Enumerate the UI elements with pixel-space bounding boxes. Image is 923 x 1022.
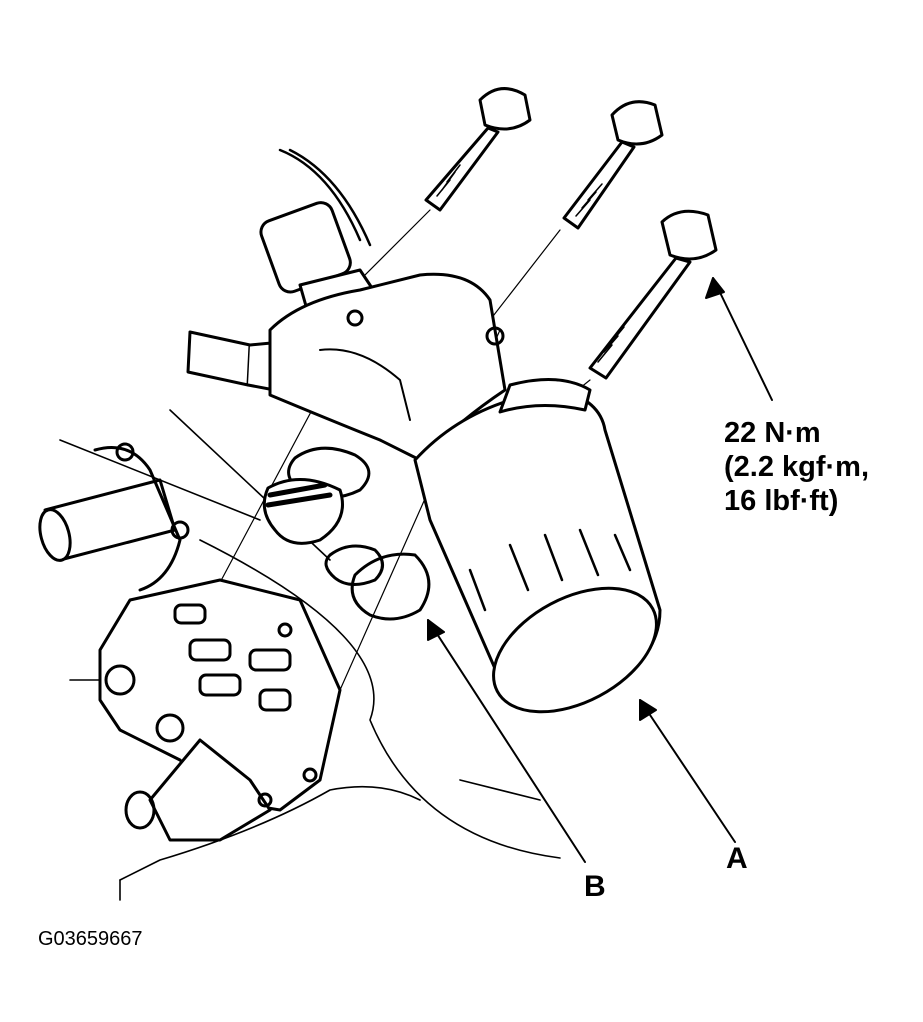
filter-leader-line xyxy=(639,699,736,843)
figure-code: G03659667 xyxy=(38,928,143,950)
torque-spec: 22 N·m (2.2 kgf·m, 16 lbf·ft) xyxy=(724,416,869,518)
mounting-plate xyxy=(98,578,342,812)
filter-arrowhead xyxy=(639,699,657,721)
torque-leader-line xyxy=(712,277,773,401)
filter-housing xyxy=(268,272,507,462)
gasket-leader-line xyxy=(427,619,586,863)
callout-a-label: A xyxy=(726,842,748,875)
coolant-pipe xyxy=(38,442,190,592)
gasket-arrowhead xyxy=(427,619,445,641)
callout-b-label: B xyxy=(584,870,606,903)
gasket-b xyxy=(262,446,431,621)
callout-arrows xyxy=(427,277,773,863)
bolt-3 xyxy=(588,209,718,380)
bolt-1 xyxy=(424,87,532,212)
torque-spec-line2: (2.2 kgf·m, xyxy=(724,451,870,483)
bolt-2 xyxy=(562,100,664,230)
lower-bracket xyxy=(124,738,273,842)
torque-arrowhead xyxy=(705,277,725,299)
oil-filter-a xyxy=(413,378,662,714)
torque-spec-line3: 16 lbf·ft) xyxy=(724,485,839,517)
torque-spec-line1: 22 N·m xyxy=(724,417,821,449)
